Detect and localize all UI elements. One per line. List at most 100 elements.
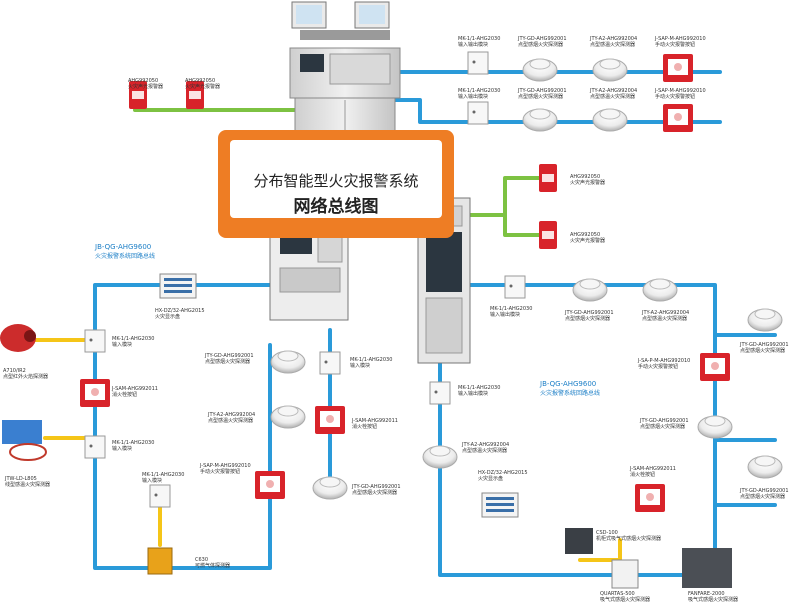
- device-code: QUARTAS-500: [600, 591, 635, 597]
- left-loop-code: JB-QG-AHG9600: [95, 243, 152, 251]
- device-code: AHG992050: [185, 78, 216, 84]
- title-banner: 分布智能型火灾报警系统 网络总线图: [218, 130, 454, 238]
- device-code: JTY-GD-AHG992001: [565, 310, 614, 316]
- device-code: MK-1/1-AHG2030: [490, 306, 533, 312]
- device-top-row2-button: [663, 104, 693, 132]
- device-sounder-a: [129, 81, 147, 109]
- device-center-button: [255, 471, 285, 499]
- left-loop-title: JB-QG-AHG9600 火灾报警系统回路总线: [95, 243, 155, 260]
- device-right-sounder2: [539, 221, 557, 249]
- aspirating-detectors: [565, 528, 732, 589]
- device-code: JTY-A2-AHG992004: [642, 310, 690, 316]
- device-right-smoke-top: [572, 278, 608, 302]
- device-code: MK-1/1-AHG2030: [458, 36, 501, 42]
- device-left-module1: [84, 329, 106, 353]
- device-right-button1: [700, 353, 730, 381]
- device-name: 火灾声光报警器: [128, 84, 164, 90]
- left-control-panel: [269, 221, 349, 321]
- device-name: 输入输出模块: [490, 312, 521, 318]
- device-code: J-SAM-AHG992011: [630, 466, 676, 472]
- device-code: MK-1/1-AHG2030: [112, 336, 155, 342]
- device-name: 输入模块: [112, 446, 133, 452]
- device-name: 点型感温火灾探测器: [462, 448, 508, 454]
- device-left-module2: [84, 435, 106, 459]
- bus-left-loop: [93, 283, 274, 570]
- device-center-module: [319, 351, 341, 375]
- device-code: MK-1/1-AHG2030: [458, 385, 501, 391]
- device-center-hydrant: [315, 406, 345, 434]
- device-code: J-SAP-M-AHG992010: [200, 463, 251, 469]
- device-name: 点型感温火灾探测器: [590, 42, 636, 48]
- device-name: 输入模块: [142, 478, 163, 484]
- device-code: AHG992050: [570, 232, 601, 238]
- device-name: 点型感温火灾探测器: [208, 418, 254, 424]
- device-name: 火灾声光报警器: [570, 238, 606, 244]
- device-left-display: [159, 273, 197, 299]
- right-loop-name: 火灾报警系统回路总线: [540, 390, 601, 397]
- device-center-smoke1: [270, 350, 306, 374]
- device-name: 吸气式感烟火灾探测器: [600, 597, 651, 603]
- device-code: JTY-A2-AHG992004: [590, 88, 638, 94]
- device-name: 点型感温火灾探测器: [642, 316, 688, 322]
- power-line-right: [468, 176, 542, 237]
- device-linear-heat: [2, 420, 47, 461]
- device-right-module-left: [429, 381, 451, 405]
- device-name: 吸气式感烟火灾探测器: [688, 597, 739, 603]
- device-code: JTY-GD-AHG992001: [205, 353, 254, 359]
- device-top-row1-smoke: [522, 58, 558, 82]
- device-name: 点型感烟火灾探测器: [205, 359, 251, 365]
- device-code: AHG992050: [570, 174, 601, 180]
- left-loop-name: 火灾报警系统回路总线: [95, 253, 156, 260]
- device-code: JTY-A2-AHG992004: [590, 36, 638, 42]
- right-loop-code: JB-QG-AHG9600: [540, 380, 597, 388]
- device-name: 火灾显示盘: [478, 476, 504, 482]
- device-name: 消火栓按钮: [112, 392, 138, 398]
- device-name: 手动火灾报警按钮: [655, 94, 696, 100]
- device-name: 点型感烟火灾探测器: [565, 316, 611, 322]
- operator-workstation: [289, 1, 401, 144]
- device-name: 输入模块: [350, 363, 371, 369]
- device-code: JTY-GD-AHG992001: [518, 88, 567, 94]
- device-top-row2-smoke: [522, 108, 558, 132]
- bus-top-row2: [383, 98, 722, 124]
- device-code: JTY-GD-AHG992001: [352, 484, 401, 490]
- device-right-smoke-mid: [697, 415, 733, 439]
- device-center-smoke2: [312, 476, 348, 500]
- device-code: J-SAP-M-AHG992010: [655, 36, 706, 42]
- device-right-hydrant: [635, 484, 665, 512]
- device-sounder-b: [186, 81, 204, 109]
- device-code: MK-1/1-AHG2030: [350, 357, 393, 363]
- device-code: JTY-GD-AHG992001: [640, 418, 689, 424]
- device-name: 点型感烟火灾探测器: [352, 490, 398, 496]
- device-name: 点型感烟火灾探测器: [518, 42, 564, 48]
- device-code: MK-1/1-AHG2030: [458, 88, 501, 94]
- device-name: 手动火灾报警按钮: [638, 364, 679, 370]
- device-name: 线型感温火灾探测器: [5, 482, 51, 488]
